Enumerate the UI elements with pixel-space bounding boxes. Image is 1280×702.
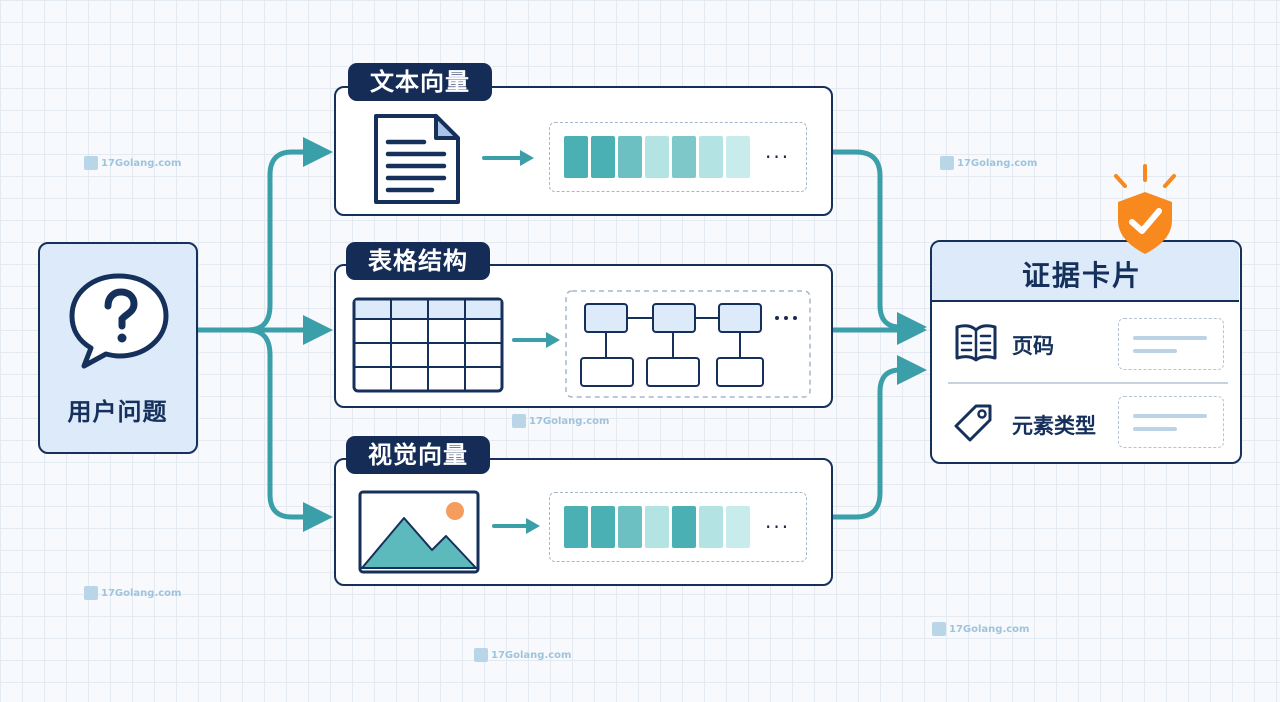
user-question-card[interactable]: 用户问题: [38, 242, 198, 454]
visual-to-evidence: [830, 355, 927, 520]
arrow-right-icon: [492, 518, 540, 534]
text-to-evidence: [830, 149, 927, 342]
element-type-value: [1118, 396, 1224, 448]
watermark: 17Golang.com: [84, 586, 181, 600]
evidence-card-title: 证据卡片: [1022, 259, 1143, 292]
watermark: 17Golang.com: [474, 648, 571, 662]
table-grid-icon: [352, 297, 504, 393]
watermark: 17Golang.com: [932, 622, 1029, 636]
page-number-value: [1118, 318, 1224, 370]
arrow-to-visual: [245, 327, 333, 532]
watermark: 17Golang.com: [512, 414, 609, 428]
visual-vector-cells: ···: [549, 492, 807, 562]
structure-tree-icon: [565, 290, 811, 398]
element-type-label: 元素类型: [1012, 414, 1096, 438]
text-vector-cells: ···: [549, 122, 807, 192]
shield-check-icon: [1114, 164, 1176, 254]
watermark: 17Golang.com: [84, 156, 181, 170]
book-icon: [955, 324, 997, 362]
evidence-card[interactable]: 证据卡片 页码 元素类型: [930, 240, 1242, 464]
text-vector-tab: 文本向量: [348, 63, 492, 101]
page-number-label: 页码: [1012, 334, 1054, 358]
document-icon: [374, 114, 460, 204]
arrow-right-icon: [512, 332, 560, 348]
watermark: 17Golang.com: [940, 156, 1037, 170]
table-structure-card[interactable]: [334, 264, 833, 408]
tag-icon: [954, 404, 992, 442]
question-bubble-icon: [69, 273, 169, 369]
text-vector-card[interactable]: ···: [334, 86, 833, 216]
image-landscape-icon: [358, 490, 480, 574]
arrow-right-icon: [482, 150, 534, 166]
user-question-label: 用户问题: [67, 398, 168, 426]
table-structure-tab: 表格结构: [346, 242, 490, 280]
arrow-to-text: [245, 137, 333, 333]
evidence-field-divider: [948, 382, 1228, 384]
visual-vector-tab: 视觉向量: [346, 436, 490, 474]
evidence-card-header: [932, 242, 1239, 302]
visual-vector-card[interactable]: ···: [334, 458, 833, 586]
